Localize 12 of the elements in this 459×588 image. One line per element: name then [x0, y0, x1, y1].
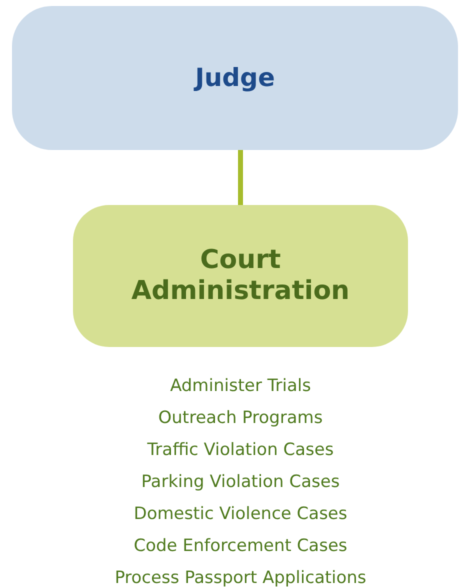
list-item: Code Enforcement Cases: [132, 535, 348, 558]
list-item: Parking Violation Cases: [140, 471, 341, 494]
list-item: Administer Trials: [169, 375, 312, 398]
list-item: Traffic Violation Cases: [146, 439, 335, 462]
connector-line: [238, 150, 243, 205]
list-item: Outreach Programs: [157, 407, 324, 430]
list-item: Domestic Violence Cases: [132, 503, 348, 526]
box-title: Court Administration: [130, 244, 351, 308]
list-item: Process Passport Applications: [114, 567, 368, 588]
rounded-box: [73, 205, 408, 347]
rounded-box: [12, 6, 458, 150]
box-title: Judge: [195, 63, 275, 93]
